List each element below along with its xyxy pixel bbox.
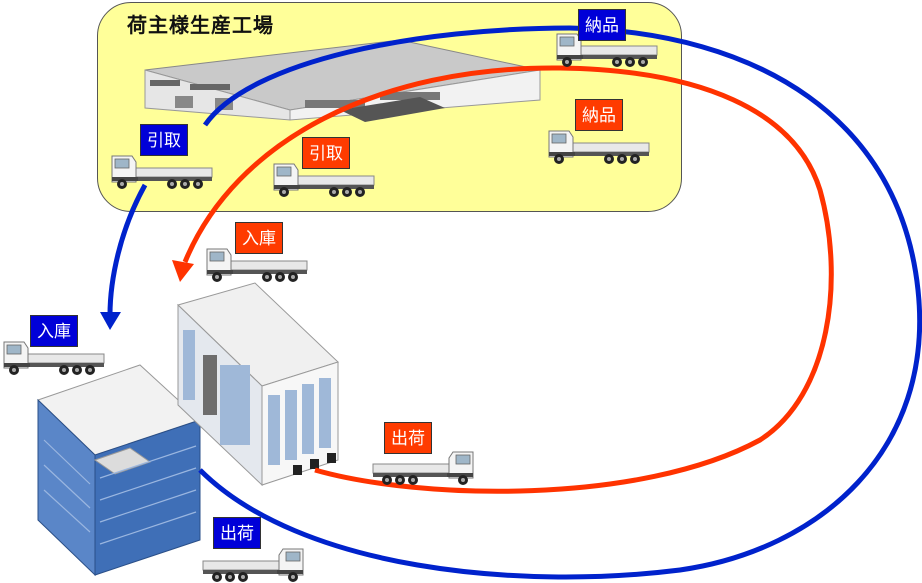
label-blue-ship: 出荷 [213,517,261,549]
label-red-ship: 出荷 [384,422,432,454]
red-route [182,65,834,494]
label-blue-delivery: 納品 [578,9,626,41]
label-blue-pickup: 引取 [140,124,188,156]
label-red-pickup: 引取 [302,137,350,169]
label-red-warehouse-in: 入庫 [235,222,283,254]
truck-blue-pickup [111,155,213,190]
blue-arrowhead [100,312,121,330]
label-blue-warehouse-in: 入庫 [30,315,78,347]
label-red-delivery: 納品 [575,99,623,131]
factory-title: 荷主様生産工場 [127,13,274,37]
red-arrowhead [172,260,194,282]
truck-red-ship [373,452,473,485]
blue-route [107,25,922,580]
truck-red-delivery [548,130,650,165]
truck-blue-ship [203,549,303,582]
warehouse-b [177,282,339,487]
warehouse-a [37,364,201,577]
